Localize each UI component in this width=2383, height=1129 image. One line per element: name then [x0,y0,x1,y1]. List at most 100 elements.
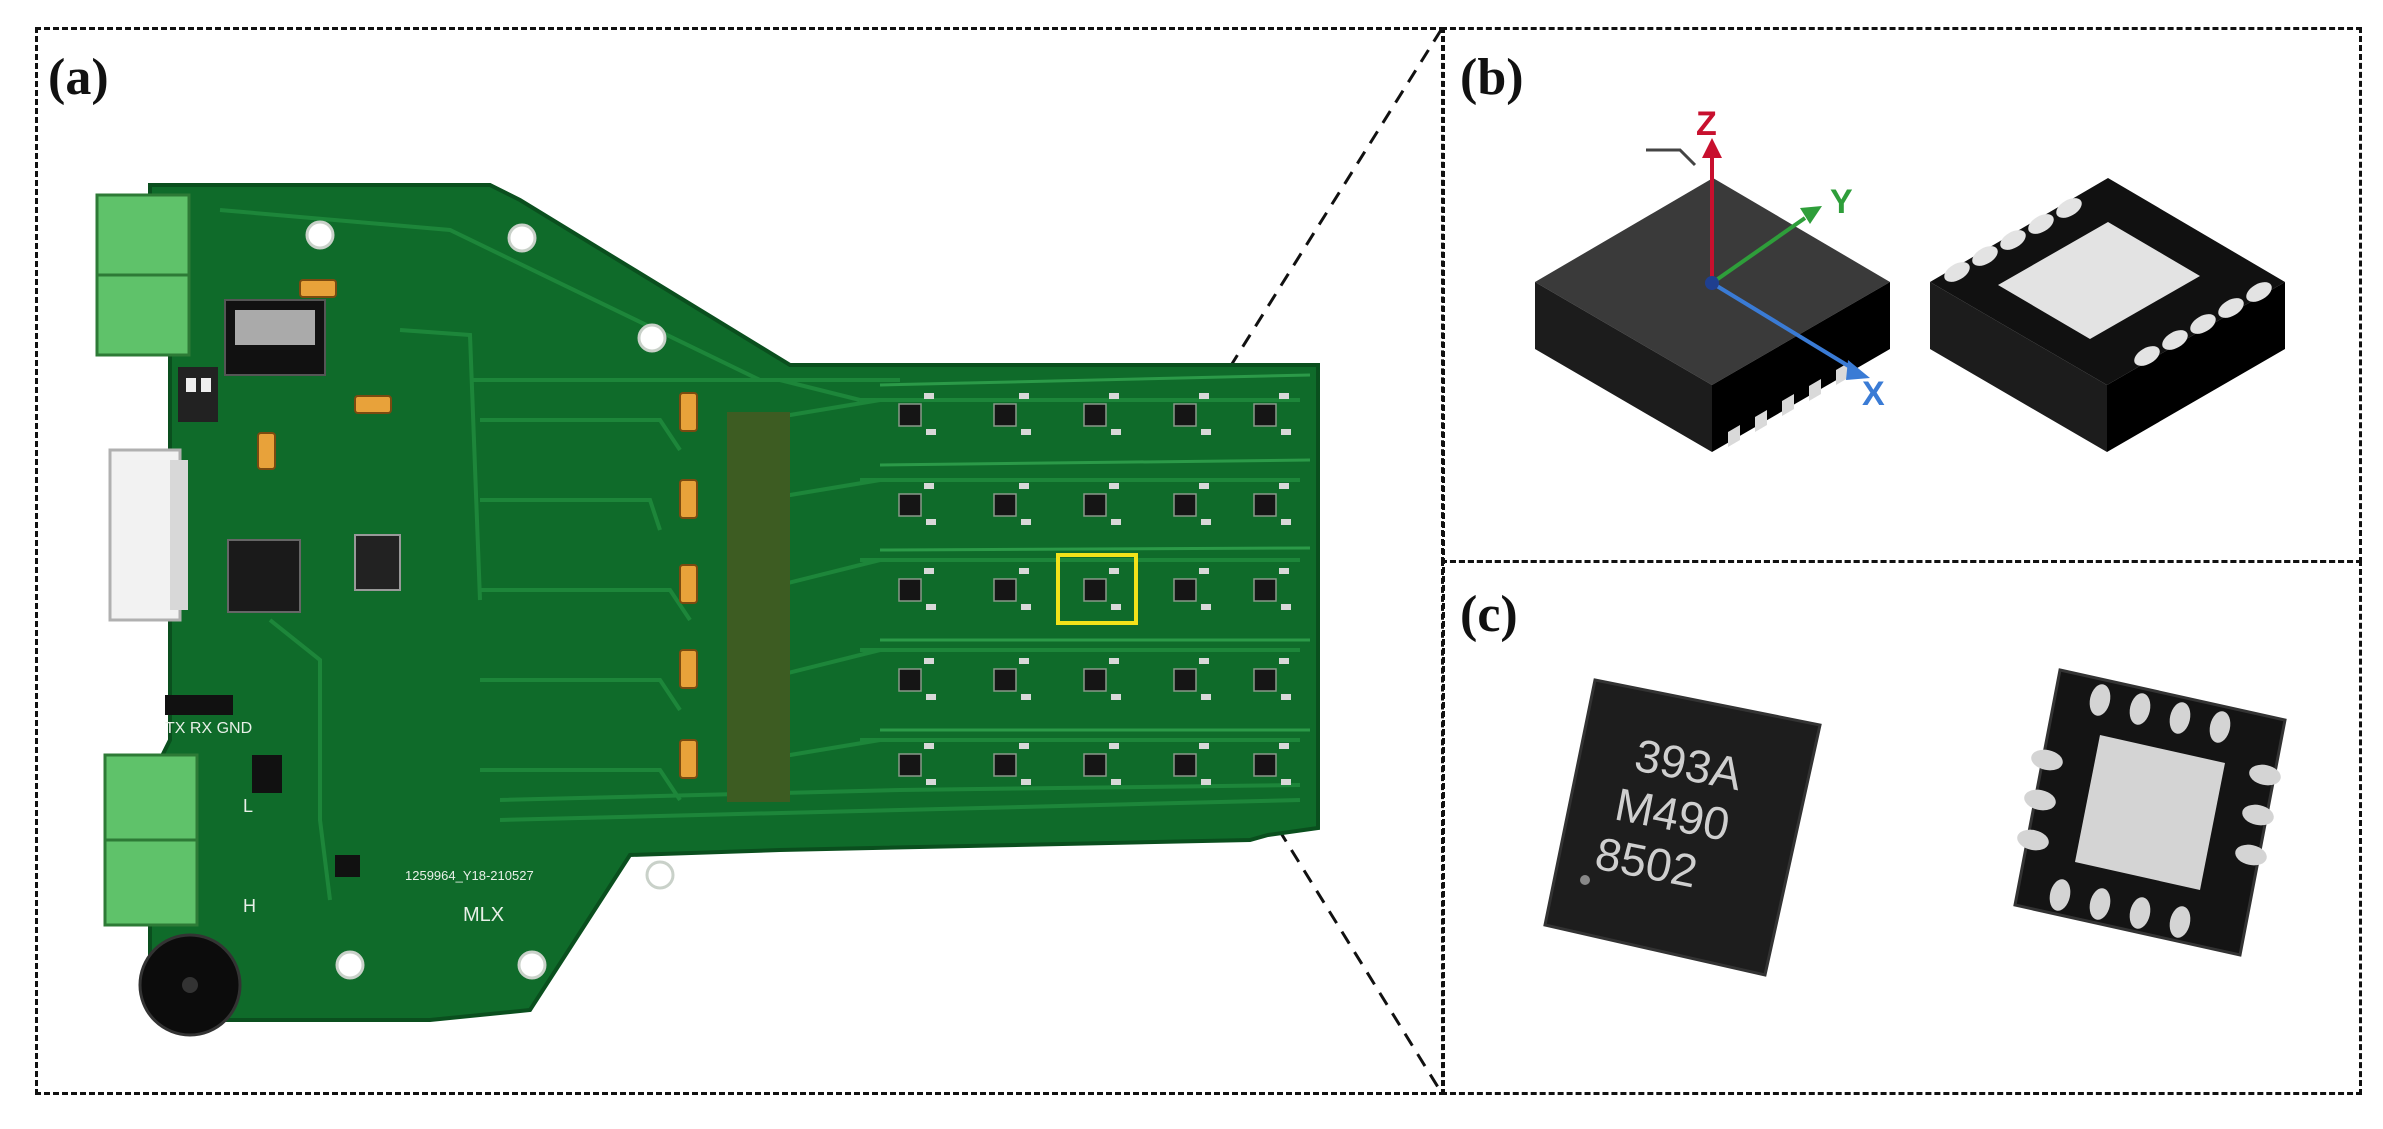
dip-switch [178,367,218,422]
sensor-capacitor [1201,694,1211,700]
panel-label-a: (a) [48,49,109,106]
sensor-capacitor [1019,483,1029,489]
sensor-capacitor [1109,483,1119,489]
sensor-chip [993,403,1017,427]
sensor-chip [993,668,1017,692]
sensor-chip [1083,753,1107,777]
sensor-chip [1253,668,1277,692]
sensor-chip [898,403,922,427]
sensor-capacitor [1281,694,1291,700]
sensor-chip [898,578,922,602]
terminal-blocks [95,193,199,927]
sensor-capacitor [1201,519,1211,525]
sensor-capacitor [1201,604,1211,610]
sensor-chip [1173,493,1197,517]
sensor-capacitor [924,568,934,574]
sensor-capacitor [1199,568,1209,574]
sensor-capacitor [1019,393,1029,399]
silkscreen-part-number: 1259964_Y18-210527 [405,868,534,883]
adhesive-strip [727,412,790,802]
mounting-holes [305,220,675,980]
pin-header [165,695,233,715]
sensor-capacitor [1019,658,1029,664]
sensor-capacitor [1201,779,1211,785]
sensor-capacitor [1019,568,1029,574]
panel-c-frame [1441,560,2362,1095]
sensor-capacitor [924,743,934,749]
sensor-capacitor [1279,483,1289,489]
sensor-chip [1253,493,1277,517]
sensor-capacitor [1109,568,1119,574]
sensor-capacitor [1021,519,1031,525]
sensor-capacitor [1021,604,1031,610]
sensor-chip [1083,403,1107,427]
sensor-capacitor [926,429,936,435]
sensor-capacitor [1109,743,1119,749]
sensor-capacitor [926,604,936,610]
sensor-capacitor [1199,658,1209,664]
chip-3d-bottom [1930,178,2285,452]
sensor-capacitor [1279,568,1289,574]
white-connector [108,448,182,622]
sensor-capacitor [1111,694,1121,700]
sensor-chip [1173,753,1197,777]
sensor-capacitor [926,519,936,525]
sensor-capacitor [1199,393,1209,399]
sensor-chip [1173,403,1197,427]
sensor-chip [1083,578,1107,602]
sensor-capacitor [1279,393,1289,399]
sensor-capacitor [1281,519,1291,525]
pcb-board: 1259964_Y18-210527 MLX TX RX GND L H [95,183,1320,1037]
sensor-capacitor [1279,743,1289,749]
chip-photo-top: 393A M490 8502 [1543,678,1822,977]
panel-label-c: (c) [1460,586,1518,643]
sensor-capacitor [926,694,936,700]
sensor-capacitor [924,658,934,664]
sensor-capacitor [1281,604,1291,610]
sensor-chip [993,578,1017,602]
sensor-chip [898,753,922,777]
sensor-chip [1173,578,1197,602]
sensor-capacitor [1111,429,1121,435]
sensor-capacitor [1021,779,1031,785]
axis-label-z: Z [1696,105,1717,143]
sensor-capacitor [1201,429,1211,435]
sensor-chip [1083,668,1107,692]
sensor-capacitor [1111,519,1121,525]
silkscreen-mlx: MLX [463,904,504,926]
sensor-chip [993,753,1017,777]
silkscreen-h: H [243,896,256,916]
zoom-line-top [1228,29,1443,368]
chip-3d-top: Z Y X [1535,105,1890,452]
sensor-capacitor [1281,779,1291,785]
sensor-capacitor [1199,743,1209,749]
sensor-capacitor [1281,429,1291,435]
chip-photo-bottom [2013,668,2287,957]
sensor-capacitor [1019,743,1029,749]
sensor-chip [1253,403,1277,427]
sensor-capacitor [1279,658,1289,664]
axis-label-y: Y [1830,183,1853,221]
sensor-chip [1253,578,1277,602]
silkscreen-serial-pins: TX RX GND [165,720,252,737]
sensor-capacitor [924,393,934,399]
sensor-chip [1173,668,1197,692]
sensor-capacitor [1111,779,1121,785]
silkscreen-l: L [243,796,253,816]
sensor-capacitor [1109,393,1119,399]
sensor-capacitor [1021,429,1031,435]
sensor-capacitor [1109,658,1119,664]
sensor-capacitor [1111,604,1121,610]
sensor-chip [898,493,922,517]
sensor-capacitor [924,483,934,489]
axis-label-x: X [1862,375,1885,413]
sensor-grid [898,393,1291,785]
sensor-capacitor [1021,694,1031,700]
highlighted-sensor-box [1056,553,1138,625]
sensor-capacitor [926,779,936,785]
sensor-chip [1083,493,1107,517]
mcu-chip [227,539,301,613]
panel-label-b: (b) [1460,49,1524,106]
sensor-chip [993,493,1017,517]
